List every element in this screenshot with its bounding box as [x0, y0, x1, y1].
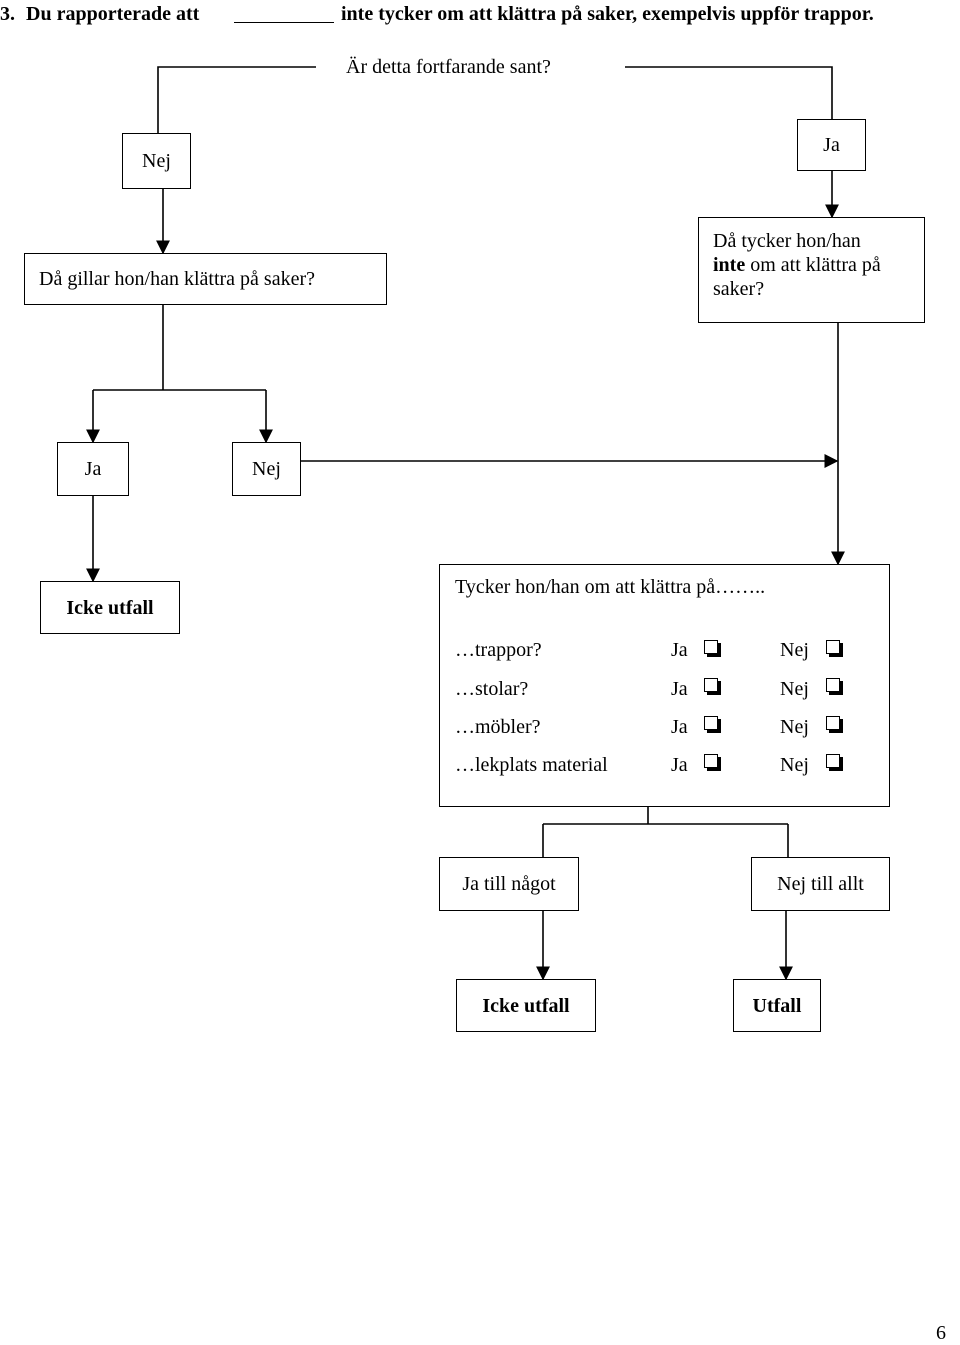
outcome-none-box-2: Icke utfall	[456, 979, 596, 1032]
dislikes-question-line1: Då tycker hon/han	[713, 230, 861, 252]
checklist-nej-checkbox[interactable]	[826, 716, 840, 730]
checklist-item-label: …trappor?	[455, 639, 542, 661]
checklist-nej-checkbox[interactable]	[826, 678, 840, 692]
outcome-box: Utfall	[733, 979, 821, 1032]
page-number: 6	[936, 1322, 946, 1344]
checklist-ja-checkbox[interactable]	[704, 678, 718, 692]
checklist-nej-checkbox[interactable]	[826, 754, 840, 768]
nej2-label: Nej	[252, 458, 281, 480]
connector-prompt-to-nej	[157, 66, 316, 133]
nej-till-allt-box[interactable]: Nej till allt	[751, 857, 890, 911]
question-number: 3.	[0, 3, 15, 25]
nej2-box[interactable]: Nej	[232, 442, 301, 496]
checklist-nej-label: Nej	[780, 754, 809, 776]
answer-ja-box[interactable]: Ja	[797, 119, 866, 171]
checklist-ja-label: Ja	[671, 678, 688, 700]
ja2-box[interactable]: Ja	[57, 442, 129, 496]
dislikes-question-box: Då tycker hon/han inte om att klättra på…	[698, 217, 925, 323]
checklist-ja-label: Ja	[671, 639, 688, 661]
outcome-none-label-2: Icke utfall	[482, 994, 570, 1017]
outcome-none-label-1: Icke utfall	[66, 596, 154, 619]
checklist-item-label: …lekplats material	[455, 754, 608, 776]
dislikes-question-line3: saker?	[713, 278, 765, 300]
dislikes-question-line2-rest: om att klättra på	[745, 254, 881, 276]
outcome-label: Utfall	[752, 994, 802, 1017]
climb-question-text: Tycker hon/han om att klättra på……..	[455, 576, 766, 598]
answer-ja-label: Ja	[823, 134, 840, 156]
climb-question-box: Tycker hon/han om att klättra på…….. …tr…	[439, 564, 890, 807]
ja-till-nagot-box[interactable]: Ja till något	[439, 857, 579, 911]
prompt-text: Är detta fortfarande sant?	[346, 56, 551, 78]
checklist-ja-checkbox[interactable]	[704, 716, 718, 730]
likes-question-text: Då gillar hon/han klättra på saker?	[39, 268, 315, 290]
answer-nej-label: Nej	[142, 150, 171, 172]
checklist-ja-checkbox[interactable]	[704, 754, 718, 768]
checklist-nej-label: Nej	[780, 678, 809, 700]
question-text-end: inte tycker om att klättra på saker, exe…	[341, 3, 874, 25]
dislikes-question-emphasis: inte	[713, 254, 746, 276]
checklist-nej-label: Nej	[780, 639, 809, 661]
checklist-nej-label: Nej	[780, 716, 809, 738]
likes-question-box: Då gillar hon/han klättra på saker?	[24, 253, 387, 305]
dislikes-question-line2: inte om att klättra på	[713, 253, 924, 277]
outcome-none-box-1: Icke utfall	[40, 581, 180, 634]
connector-prompt-to-ja	[625, 66, 833, 119]
question-text-start: Du rapporterade att	[26, 3, 200, 25]
checklist-item-label: …möbler?	[455, 716, 541, 738]
connector-climb-split	[542, 807, 789, 857]
checklist-item-label: …stolar?	[455, 678, 529, 700]
child-name-blank[interactable]	[234, 22, 334, 23]
connector-likes-split	[93, 305, 266, 391]
checklist-ja-label: Ja	[671, 716, 688, 738]
checklist-ja-checkbox[interactable]	[704, 640, 718, 654]
checklist-nej-checkbox[interactable]	[826, 640, 840, 654]
checklist-ja-label: Ja	[671, 754, 688, 776]
ja-till-nagot-label: Ja till något	[462, 873, 556, 895]
ja2-label: Ja	[84, 458, 102, 480]
answer-nej-box[interactable]: Nej	[122, 133, 191, 189]
nej-till-allt-label: Nej till allt	[777, 873, 864, 895]
